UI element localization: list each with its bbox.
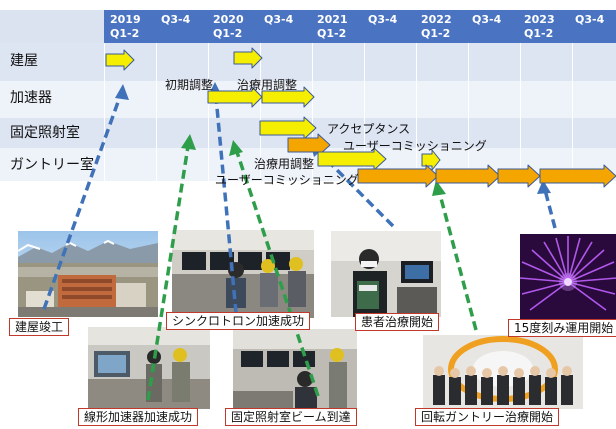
period-label: Q3-4 (368, 13, 398, 26)
row-label-fixed-room: 固定照射室 (10, 125, 80, 141)
connector-building-completed (42, 87, 125, 310)
bar-gantry-operation-1 (435, 164, 501, 188)
connector-head (181, 134, 196, 150)
column-divider (468, 43, 469, 181)
bar-initial-tuning (207, 86, 263, 108)
bar-building-second (233, 47, 263, 69)
bar-acceptance (259, 116, 317, 140)
connector-head (537, 180, 551, 194)
connector-head (432, 180, 446, 196)
connector-head (229, 140, 243, 156)
period-label: Q1-2 (213, 27, 243, 40)
connector-patient-treatment (311, 144, 395, 228)
year-label: 2019 (110, 13, 141, 26)
caption-patient-treatment: 患者治療開始 (355, 313, 440, 331)
caption-linac: 線形加速器加速成功 (78, 408, 199, 426)
control-room-image (172, 230, 314, 318)
photo-fixed-room-beam (232, 328, 358, 410)
period-label: Q3-4 (575, 13, 605, 26)
caption-gantry-treatment: 回転ガントリー治療開始 (415, 408, 560, 426)
year-label: 2022 (421, 13, 452, 26)
bar-gantry-short (421, 149, 441, 171)
header-col-6: Q3-4 (368, 13, 397, 27)
label-acceptance: アクセプタンス (327, 122, 411, 136)
photo-building-completed (17, 230, 159, 318)
header-col-9: 2023 Q1-2 (524, 13, 555, 41)
year-label: 2021 (317, 13, 348, 26)
photo-beam-15deg (519, 233, 616, 321)
timeline-header (0, 10, 104, 43)
caption-synchrotron: シンクロトロン加速成功 (166, 312, 311, 330)
period-label: Q3-4 (264, 13, 294, 26)
row-band-building (0, 43, 616, 81)
label-treatment-tuning-accel: 治療用調整 (237, 78, 298, 92)
row-label-building: 建屋 (10, 53, 38, 69)
period-label: Q3-4 (161, 13, 191, 26)
bar-gantry-operation-2 (497, 164, 541, 188)
bar-building-construction (105, 49, 135, 71)
header-col-2: Q3-4 (161, 13, 190, 27)
fixed-room-image (233, 329, 357, 409)
connector-head (115, 84, 129, 100)
period-label: Q1-2 (421, 27, 451, 40)
period-label: Q1-2 (524, 27, 554, 40)
year-label: 2023 (524, 13, 555, 26)
caption-fixed-room-beam: 固定照射室ビーム到達 (225, 408, 357, 426)
period-label: Q3-4 (472, 13, 502, 26)
photo-synchrotron (171, 229, 315, 319)
caption-beam-15deg: 15度刻み運用開始 (508, 319, 616, 337)
patient-sign-image (331, 231, 441, 317)
column-divider (208, 43, 209, 181)
connector-synchrotron (213, 85, 238, 314)
column-divider (312, 43, 313, 181)
column-divider (104, 43, 105, 181)
header-col-5: 2021 Q1-2 (317, 13, 348, 41)
label-user-commissioning-fixed: ユーザーコミッショニング (343, 139, 487, 153)
beam-star-image (520, 234, 616, 320)
header-col-1: 2019 Q1-2 (110, 13, 141, 41)
column-divider (416, 43, 417, 181)
connector-fixed-room (233, 145, 320, 397)
bar-treatment-tuning (261, 86, 315, 108)
caption-building-completed: 建屋竣工 (9, 318, 70, 336)
header-col-7: 2022 Q1-2 (421, 13, 452, 41)
column-divider (260, 43, 261, 181)
header-col-8: Q3-4 (472, 13, 501, 27)
column-divider (520, 43, 521, 181)
header-col-3: 2020 Q1-2 (213, 13, 244, 41)
year-label: 2020 (213, 13, 244, 26)
bar-treatment-tuning-gantry (317, 147, 387, 171)
label-user-commissioning-gantry: ユーザーコミッショニング (215, 173, 359, 187)
label-initial-tuning: 初期調整 (165, 78, 214, 92)
column-divider (572, 43, 573, 181)
row-label-accelerator: 加速器 (10, 90, 52, 106)
connector-linac (146, 139, 191, 401)
period-label: Q1-2 (317, 27, 347, 40)
bar-user-commissioning-fixed (287, 133, 331, 157)
bar-gantry-operation-3 (539, 164, 616, 188)
photo-patient-treatment (330, 230, 442, 318)
label-treatment-tuning-gantry: 治療用調整 (254, 157, 315, 171)
photo-gantry-treatment (422, 334, 584, 410)
timeline-header-bar (104, 10, 616, 43)
column-divider (156, 43, 157, 181)
column-divider (364, 43, 365, 181)
header-col-4: Q3-4 (264, 13, 293, 27)
connector-gantry-treatment (436, 186, 478, 331)
aerial-building-image (18, 231, 158, 317)
bar-user-commissioning-gantry (357, 164, 439, 188)
period-label: Q1-2 (110, 27, 140, 40)
gantry-group-image (423, 335, 583, 409)
header-col-10: Q3-4 (575, 13, 604, 27)
row-label-gantry-room: ガントリー室 (10, 157, 94, 173)
